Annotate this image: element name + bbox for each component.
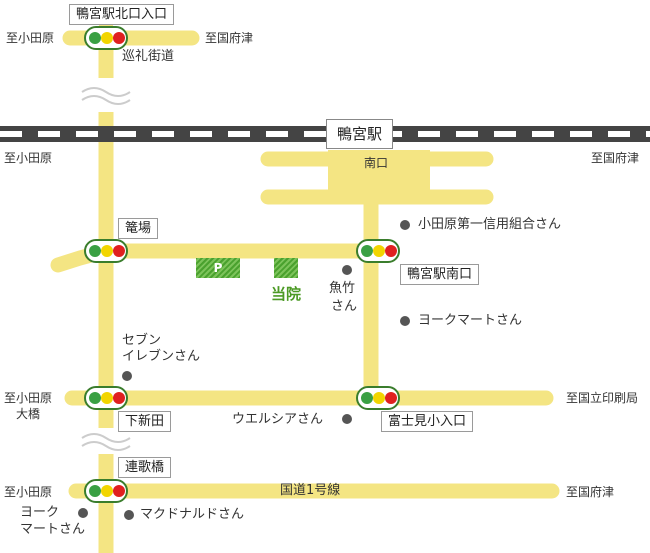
landmark-uotake-2: さん [331,299,358,314]
direction-kozu-top: 至国府津 [205,31,254,45]
traffic-light-kamonomiya-south [356,239,400,263]
green-lamp-icon [89,485,101,497]
yellow-lamp-icon [373,392,385,404]
direction-odawara-rail: 至小田原 [4,151,53,165]
station-name: 鴨宮駅 [337,125,383,143]
junrei-road-label: 巡礼街道 [122,49,175,64]
landmark-yorkmart-east: ヨークマートさん [418,313,523,328]
traffic-light-shimoshinden [84,386,128,410]
direction-odawara-top: 至小田原 [6,31,55,45]
break-mark-bottom-1 [81,433,131,443]
welcia-marker-icon [342,414,352,424]
yellow-lamp-icon [101,392,113,404]
clinic-label: 当院 [271,285,302,303]
red-lamp-icon [113,392,125,404]
landmark-welcia: ウエルシアさん [232,412,324,427]
landmark-mcdonalds: マクドナルドさん [140,507,245,522]
direction-odawara-mid-2: 大橋 [16,407,41,421]
break-mark-top-2 [81,95,131,105]
clinic-building [274,258,298,278]
intersection-rengabashi: 連歌橋 [118,457,172,478]
shinkumi-marker-icon [400,220,410,230]
seven-marker-icon [122,371,132,381]
yellow-lamp-icon [101,485,113,497]
direction-kozu-rail: 至国府津 [591,151,640,165]
station-name-box: 鴨宮駅 [326,119,394,149]
break-mark-bottom-2 [81,441,131,451]
red-lamp-icon [113,32,125,44]
uotake-marker-icon [342,265,352,275]
green-lamp-icon [89,32,101,44]
traffic-light-kagoba [84,239,128,263]
traffic-light-kamonomiya-north [84,26,128,50]
break-mark-top-1 [81,87,131,97]
red-lamp-icon [385,245,397,257]
yellow-lamp-icon [373,245,385,257]
green-lamp-icon [89,245,101,257]
intersection-shimoshinden: 下新田 [118,411,172,432]
red-lamp-icon [113,485,125,497]
green-lamp-icon [89,392,101,404]
yorkmart-east-marker-icon [400,316,410,326]
red-lamp-icon [385,392,397,404]
green-lamp-icon [361,245,373,257]
intersection-kamonomiya-south: 鴨宮駅南口 [400,264,480,285]
green-lamp-icon [361,392,373,404]
landmark-shinkumi: 小田原第一信用組合さん [418,217,562,232]
direction-kozu-bottom: 至国府津 [566,485,615,499]
parking-label: P [213,261,223,275]
station-south-exit-label: 南口 [364,156,389,170]
direction-odawara-mid-1: 至小田原 [4,391,53,405]
landmark-yorkmart-sw-2: マートさん [20,522,86,537]
mcdonalds-marker-icon [124,510,134,520]
route1-label: 国道1号線 [280,483,341,498]
traffic-light-rengabashi [84,479,128,503]
landmark-uotake-1: 魚竹 [329,281,356,296]
landmark-seven-2: イレブンさん [122,349,201,364]
parking-area: P [196,258,240,278]
landmark-seven-1: セブン [122,333,162,348]
direction-odawara-bottom: 至小田原 [4,485,53,499]
yorkmart-sw-marker-icon [78,508,88,518]
yellow-lamp-icon [101,245,113,257]
intersection-kagoba: 篭場 [118,218,159,239]
red-lamp-icon [113,245,125,257]
yellow-lamp-icon [101,32,113,44]
direction-printing-bureau: 至国立印刷局 [566,391,639,405]
intersection-kamonomiya-north: 鴨宮駅北口入口 [69,4,175,25]
landmark-yorkmart-sw-1: ヨーク [20,505,60,520]
intersection-fujimi: 富士見小入口 [381,411,474,432]
traffic-light-fujimi [356,386,400,410]
